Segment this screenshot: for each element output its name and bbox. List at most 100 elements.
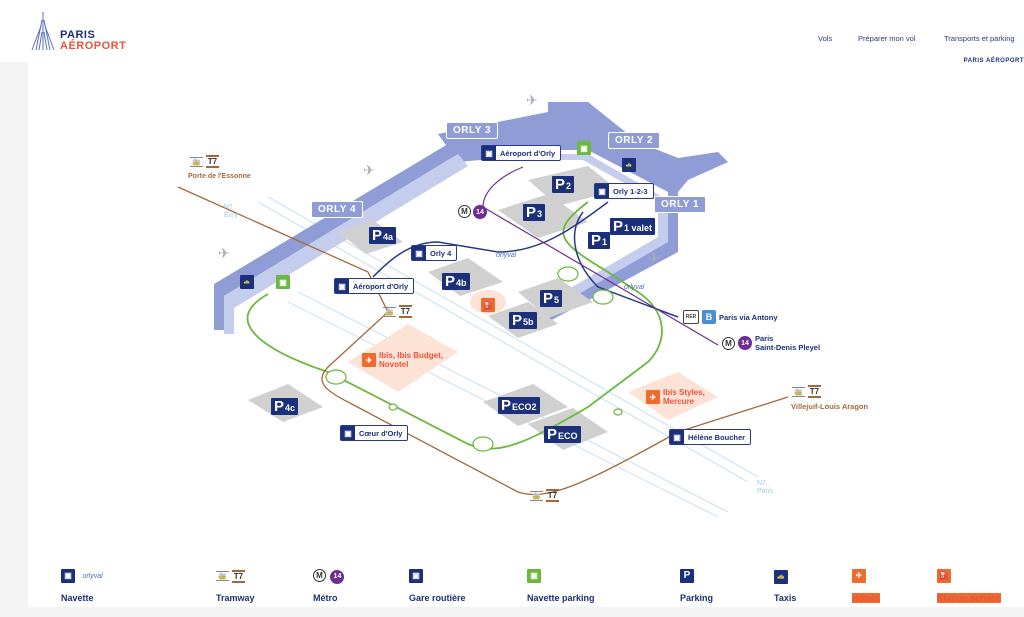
taxi-icon[interactable]: 🚕 [240, 275, 254, 289]
parking-shuttle-icon[interactable]: ▣ [276, 275, 290, 289]
legend-label: Parking [680, 593, 714, 603]
tram-icon: 🚋 [383, 306, 396, 317]
plane-icon: ✈ [526, 92, 538, 108]
legend-hotels: ✈ Hôtels [852, 565, 880, 603]
parking-number: 3 [537, 209, 543, 219]
tram-stop-icon: ▣ [335, 279, 349, 293]
tram-t7-badge[interactable]: 🚋 T7 [383, 305, 413, 318]
hotel-icon: ✈ [852, 568, 866, 583]
station-label: Hélène Boucher [688, 432, 746, 442]
legend-label: Gare routière [409, 593, 466, 603]
paris-aeroport-logo[interactable]: PARIS AÉROPORT [30, 12, 150, 54]
parking-letter: P [372, 227, 383, 244]
terminal-orly-2[interactable]: ORLY 2 [608, 132, 661, 149]
legend-label: Navette parking [527, 593, 595, 603]
legend-label: Navette [61, 593, 94, 603]
terminal-orly-1[interactable]: ORLY 1 [654, 196, 707, 213]
legend-navette-parking: ▣ Navette parking [527, 565, 595, 603]
tram-t7-line [177, 186, 789, 496]
parking-number: 1 valet [624, 223, 653, 233]
tram-t7-badge[interactable]: 🚋 T7 [190, 155, 220, 168]
taxi-icon: 🚕 [774, 569, 788, 584]
road-city: Paris [757, 488, 773, 495]
tram-icon: 🚋T7 [216, 569, 246, 583]
parking-shuttle-icon[interactable]: ▣ [577, 141, 591, 155]
nav-transports-parking[interactable]: Transports et parking [944, 34, 1015, 43]
station-coeur-dorly[interactable]: ▣ Cœur d'Orly [340, 425, 409, 441]
eiffel-fan-icon [31, 12, 55, 51]
tram-t7-badge[interactable]: 🚋 T7 [792, 385, 822, 398]
orlyval-label: orlyval [82, 573, 103, 580]
fuel-station-icon[interactable]: ⛽ [481, 298, 495, 312]
metro-14-destination[interactable]: M 14 Paris Saint-Denis Pleyel [722, 334, 820, 352]
parking-number: ECO [558, 431, 578, 441]
t7-line-label: T7 [398, 305, 413, 318]
tram-icon: 🚋 [190, 156, 203, 167]
station-aeroport-dorly-orlyval[interactable]: ▣ Aéroport d'Orly [481, 145, 562, 161]
legend-label: Tramway [216, 593, 255, 603]
legend-station-service: ⛽ Station service [937, 565, 1002, 603]
parking-letter: P [591, 232, 602, 249]
plane-icon: ✈ [363, 162, 375, 178]
station-aeroport-dorly-tram[interactable]: ▣ Aéroport d'Orly [334, 278, 415, 294]
destination-porte-essonne: Porte de l'Essonne [188, 173, 251, 180]
parking-icon: P [680, 568, 694, 583]
parking-letter: P [543, 290, 554, 307]
parking-number: 5 [554, 295, 560, 305]
nav-vols[interactable]: Vols [818, 34, 833, 43]
shuttle-icon: ▣ [61, 568, 75, 583]
parking-number: 1 [602, 237, 608, 247]
rer-b-label: Paris via Antony [719, 312, 778, 322]
hotel-ibis-styles-mercure[interactable]: ✈ Ibis Styles, Mercure [646, 388, 718, 406]
taxi-icon[interactable]: 🚕 [622, 158, 636, 172]
station-label: Aéroport d'Orly [353, 281, 409, 291]
stop-rings [325, 266, 623, 452]
t7-line-label: T7 [205, 155, 220, 168]
legend-label: Hôtels [852, 593, 880, 603]
legend-label: Station service [937, 593, 1002, 603]
parking-letter: P [547, 426, 558, 443]
parking-letter: P [501, 397, 512, 414]
rer-b-icon: B [702, 310, 716, 324]
parking-number: 2 [566, 181, 572, 191]
line-14-icon: 14 [738, 336, 752, 350]
bus-station-icon: ▣ [409, 568, 423, 583]
parking-letter: P [512, 312, 523, 329]
parking-number: 4c [285, 403, 296, 413]
parking-number: 5b [523, 317, 534, 327]
orlyval-label: orlyval [624, 284, 645, 291]
station-label: Orly 1-2-3 [613, 186, 648, 196]
station-helene-boucher[interactable]: ▣ Hélène Boucher [669, 429, 752, 445]
station-orly-123[interactable]: ▣ Orly 1-2-3 [594, 183, 654, 199]
destination-villejuif: Villejuif-Louis Aragon [791, 402, 869, 411]
terminal-orly-3[interactable]: ORLY 3 [446, 122, 499, 139]
station-label: Cœur d'Orly [359, 428, 403, 438]
station-label: Aéroport d'Orly [500, 148, 556, 158]
road-city: Évry [224, 212, 238, 219]
parking-letter: P [526, 204, 537, 221]
map-legend: ▣ orlyval Navette 🚋T7 Tramway M 14 Métro… [28, 555, 1024, 607]
corner-logo: PARIS AÉROPORT [963, 58, 1024, 64]
station-orly-4[interactable]: ▣ Orly 4 [411, 245, 458, 261]
orlyval-label: orlyval [496, 252, 517, 259]
rer-b-destination[interactable]: RER B Paris via Antony [683, 310, 778, 324]
metro-14-badge[interactable]: M 14 [458, 205, 487, 219]
terminal-orly-4[interactable]: ORLY 4 [311, 201, 364, 218]
legend-navette: ▣ orlyval Navette [61, 565, 103, 603]
nav-preparer-vol[interactable]: Préparer mon vol [858, 34, 916, 43]
hotel-icon: ✈ [646, 390, 660, 404]
legend-metro: M 14 Métro [313, 565, 345, 603]
hotel-ibis-novotel[interactable]: ✈ Ibis, Ibis Budget, Novotel [362, 351, 459, 369]
tram-t7-badge[interactable]: 🚋 T7 [530, 489, 560, 502]
